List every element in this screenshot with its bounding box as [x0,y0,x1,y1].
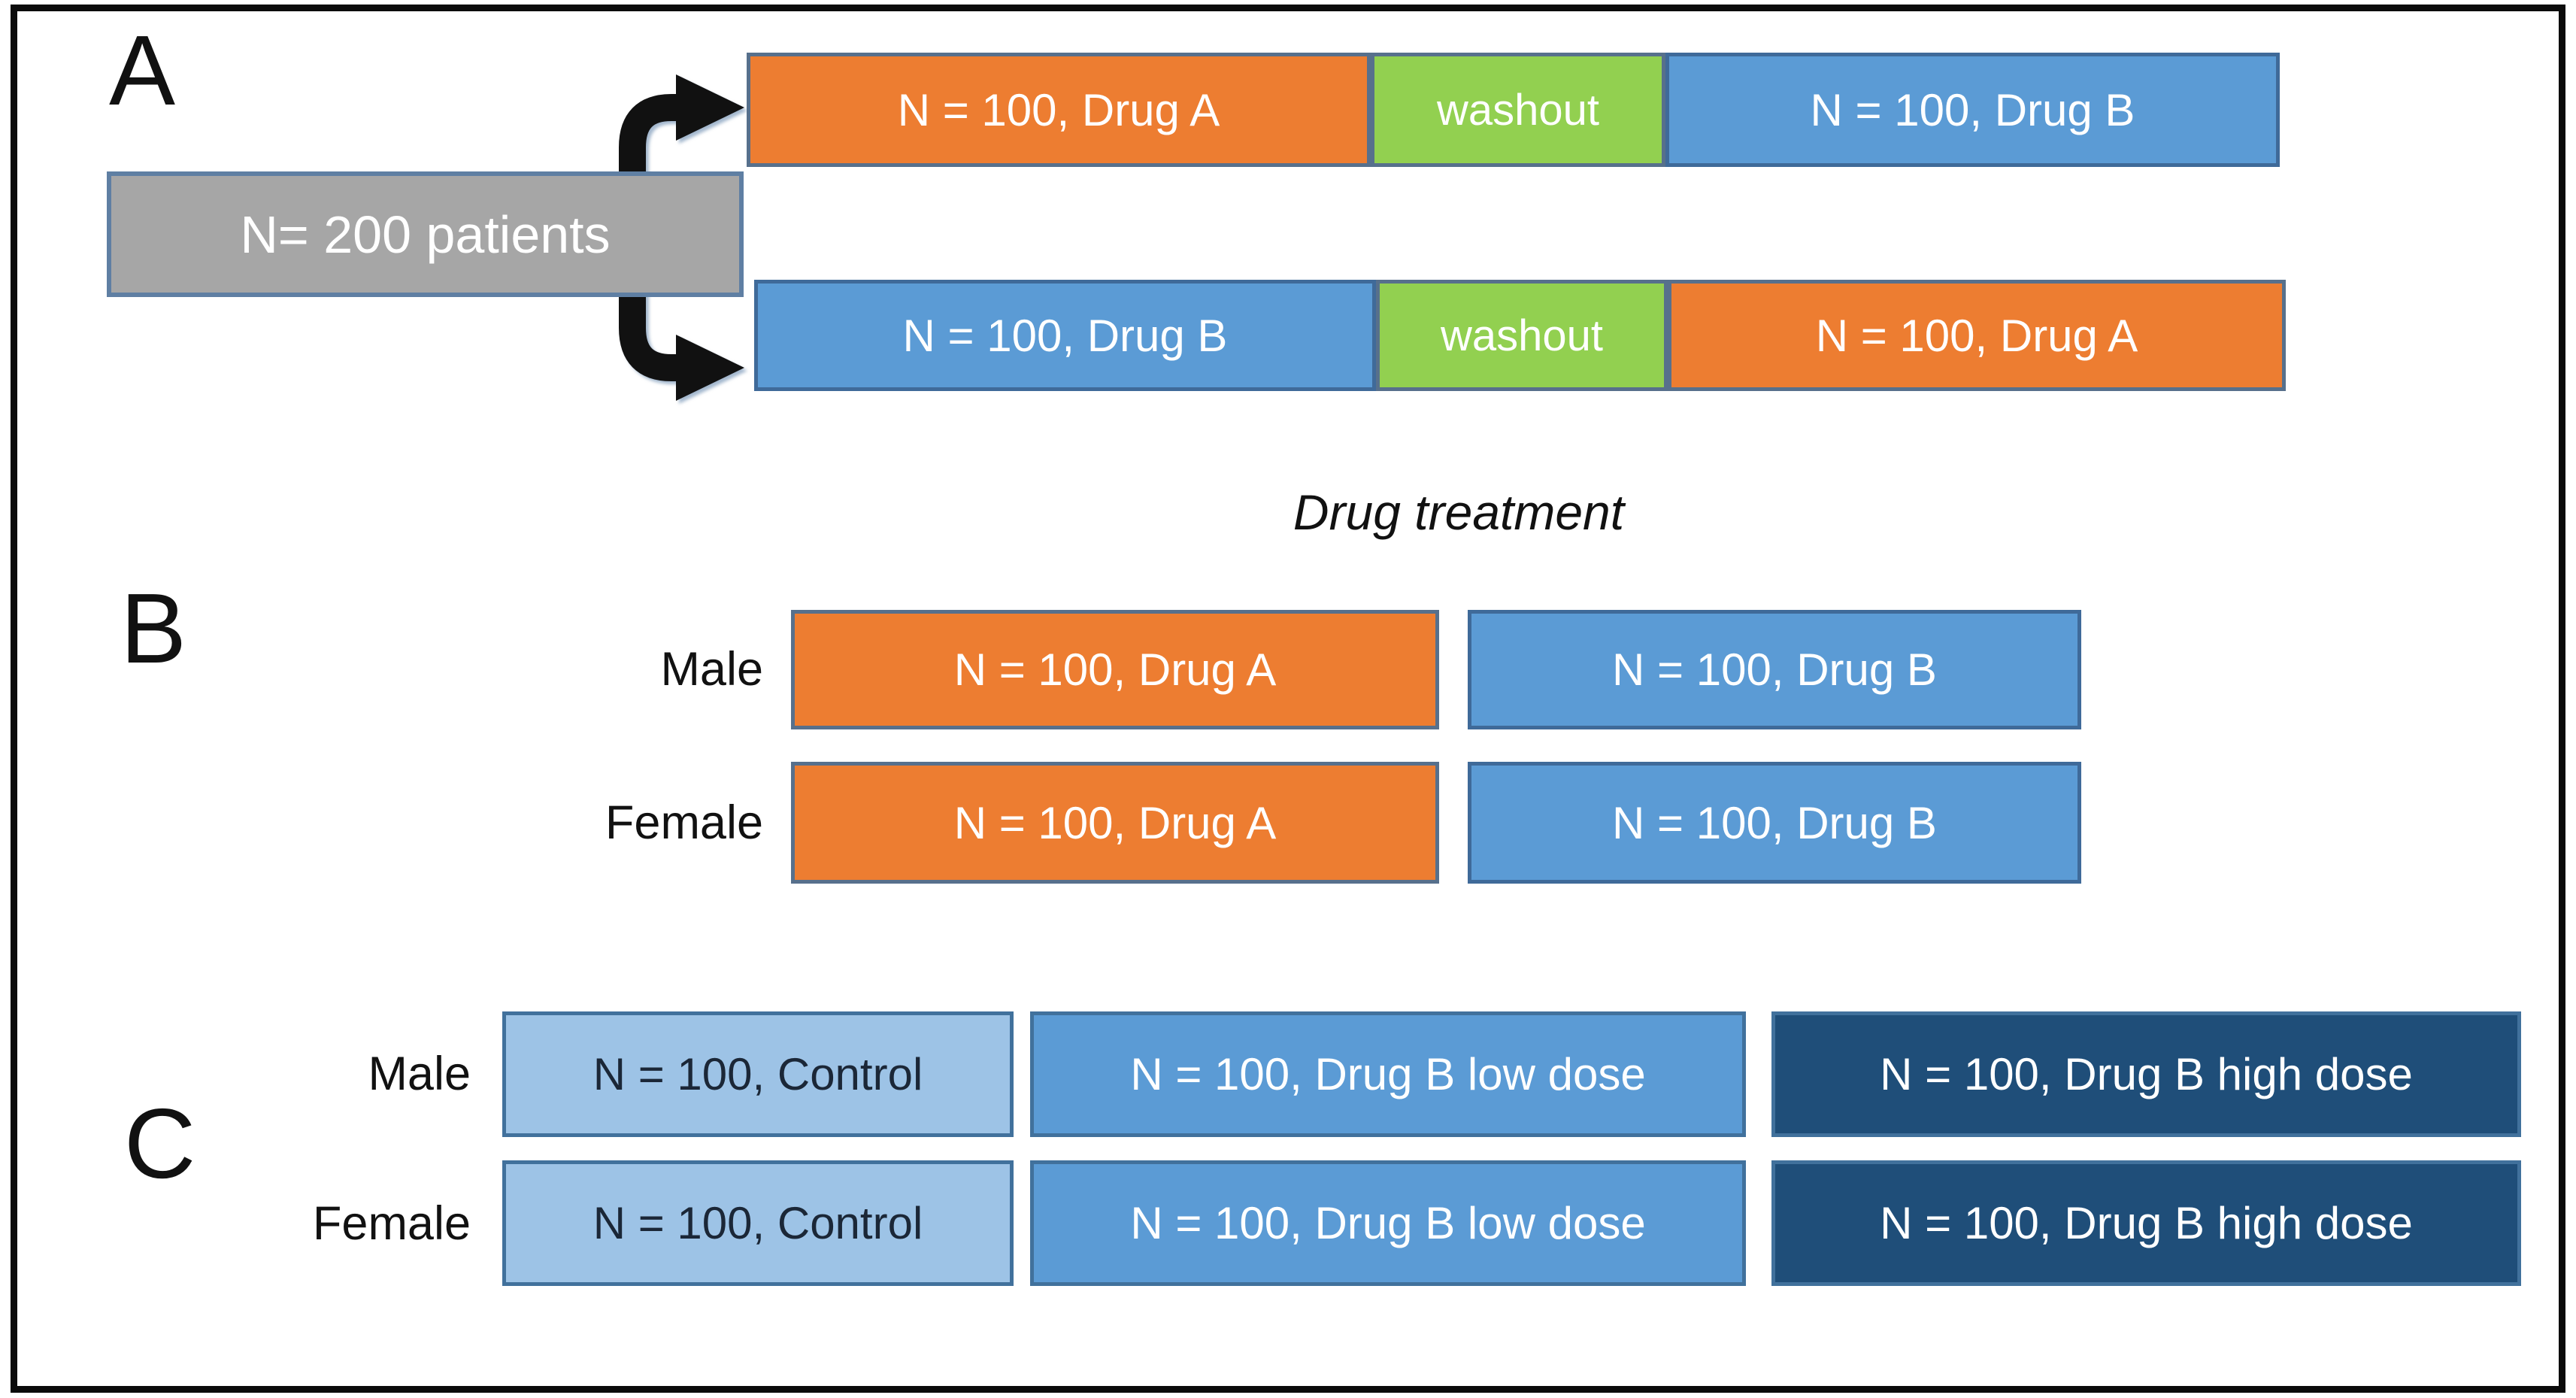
seq2-washout-text: washout [1440,311,1604,360]
b-female-drug-b-text: N = 100, Drug B [1612,797,1937,848]
b-female-drug-b-box: N = 100, Drug B [1468,762,2081,884]
seq1-drug-a-box: N = 100, Drug A [747,53,1371,167]
seq2-drug-a-text: N = 100, Drug A [1815,310,2138,361]
seq1-drug-a-text: N = 100, Drug A [897,84,1220,135]
panel-b-female-label: Female [605,796,763,849]
c-male-high-dose-text: N = 100, Drug B high dose [1880,1049,2413,1099]
b-female-drug-a-text: N = 100, Drug A [953,797,1277,848]
seq1-drug-b-box: N = 100, Drug B [1665,53,2280,167]
b-male-drug-a-text: N = 100, Drug A [953,644,1277,695]
patients-pool-box: N= 200 patients [107,171,744,297]
seq2-drug-b-text: N = 100, Drug B [902,310,1228,361]
c-female-low-dose-text: N = 100, Drug B low dose [1130,1198,1646,1248]
panel-b-title: Drug treatment [1293,484,1625,540]
c-female-control-text: N = 100, Control [592,1198,923,1248]
randomization-branch-arrows-icon [619,74,744,401]
seq2-washout-box: washout [1376,280,1668,391]
c-male-control-text: N = 100, Control [592,1049,923,1099]
panel-c-label: C [124,1088,196,1199]
b-female-drug-a-box: N = 100, Drug A [791,762,1439,884]
seq1-washout-text: washout [1436,85,1600,135]
patients-pool-text: N= 200 patients [240,205,611,264]
seq2-drug-a-box: N = 100, Drug A [1668,280,2286,391]
panel-b-label: B [120,573,187,684]
b-male-drug-a-box: N = 100, Drug A [791,610,1439,729]
c-female-low-dose-box: N = 100, Drug B low dose [1030,1160,1746,1286]
c-female-control-box: N = 100, Control [502,1160,1014,1286]
c-female-high-dose-text: N = 100, Drug B high dose [1880,1198,2413,1248]
panel-a-label: A [109,15,176,126]
b-male-drug-b-box: N = 100, Drug B [1468,610,2081,729]
seq1-drug-b-text: N = 100, Drug B [1810,84,2135,135]
panel-c-female-label: Female [312,1197,471,1250]
figure-frame [11,5,2565,1393]
c-male-high-dose-box: N = 100, Drug B high dose [1771,1011,2521,1137]
c-male-low-dose-box: N = 100, Drug B low dose [1030,1011,1746,1137]
c-female-high-dose-box: N = 100, Drug B high dose [1771,1160,2521,1286]
seq1-washout-box: washout [1371,53,1665,167]
c-male-low-dose-text: N = 100, Drug B low dose [1130,1049,1646,1099]
c-male-control-box: N = 100, Control [502,1011,1014,1137]
seq2-drug-b-box: N = 100, Drug B [754,280,1376,391]
b-male-drug-b-text: N = 100, Drug B [1612,644,1937,695]
panel-c-male-label: Male [368,1048,471,1100]
panel-b-male-label: Male [660,643,763,696]
